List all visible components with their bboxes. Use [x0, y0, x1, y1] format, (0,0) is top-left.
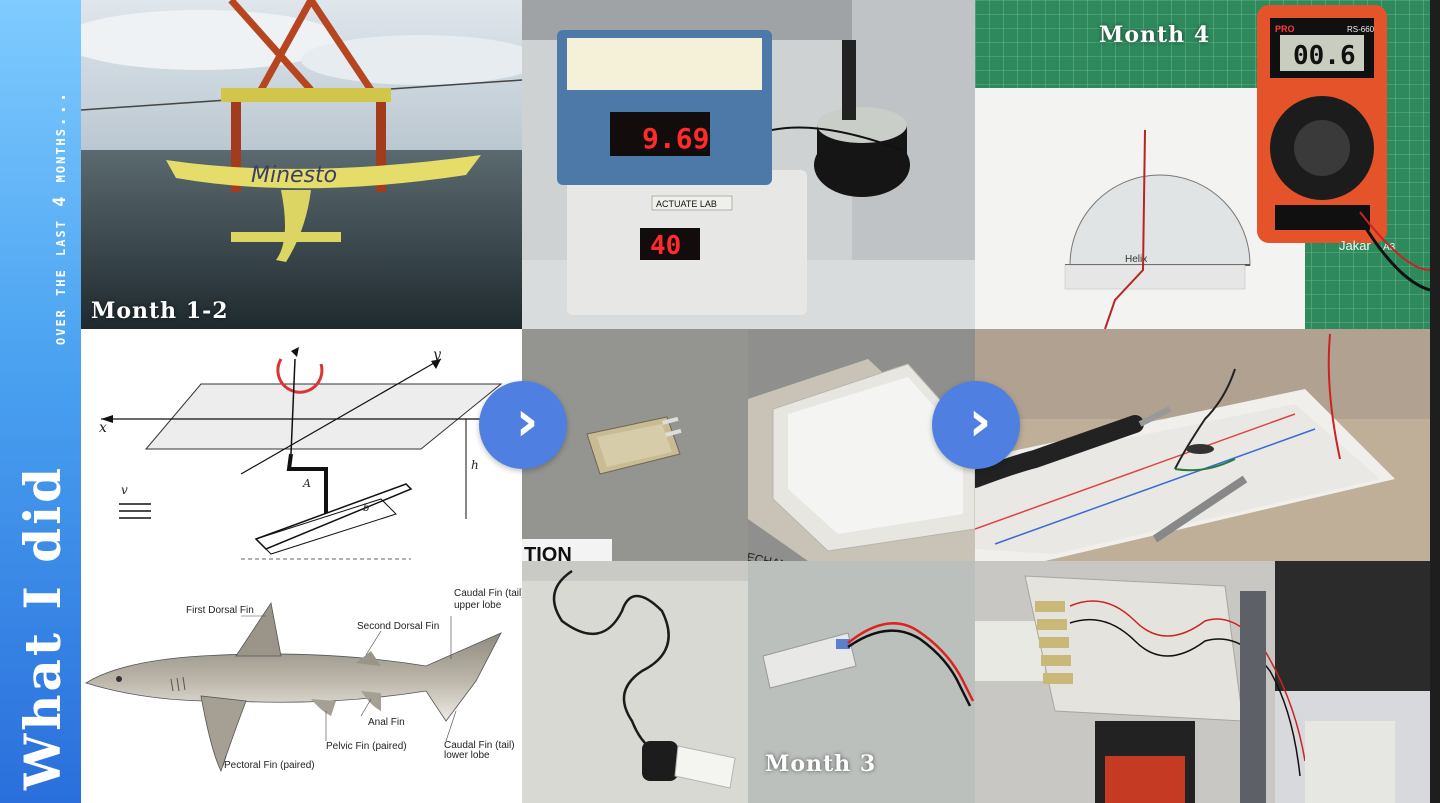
photo-lab-equipment: 9.69 40 ACTUATE LAB	[522, 0, 975, 329]
chevron-right-icon: ›	[968, 389, 992, 454]
label-anal-fin: Anal Fin	[368, 717, 405, 728]
page-title: What I did	[13, 464, 72, 790]
lab-label: ACTUATE LAB	[656, 199, 717, 209]
chevron-right-icon: ›	[515, 389, 539, 454]
protractor-brand: Helix	[1125, 254, 1147, 265]
photo-piezo-flag-setup	[975, 561, 1430, 803]
dim-h-label: h	[471, 458, 479, 472]
photo-tidal-kite: Minesto Month 1-2	[81, 0, 522, 329]
next-arrow-button-1[interactable]: ›	[479, 381, 567, 469]
bottom-display-readout: 40	[650, 231, 681, 261]
dim-b-label: b	[363, 503, 369, 514]
photo-piezo-patch: TION	[522, 329, 748, 561]
top-display-readout: 9.69	[642, 122, 709, 155]
label-caudal-lower-lobe: lower lobe	[444, 750, 490, 761]
caption-month-4: Month 4	[1099, 22, 1211, 48]
mat-size: A3	[1383, 242, 1396, 253]
diagram-oscillating-hydrofoil: x y h b A v	[81, 329, 522, 571]
axis-y-label: y	[432, 347, 442, 363]
label-first-dorsal-fin: First Dorsal Fin	[186, 605, 254, 616]
label-pectoral-fin: Pectoral Fin (paired)	[224, 760, 315, 771]
piezo-label-fragment: TION	[524, 544, 572, 561]
photo-piezo-cable	[522, 561, 748, 803]
photo-piezo-strip: Month 3	[748, 561, 975, 803]
label-caudal-lower: Caudal Fin (tail)	[444, 740, 515, 751]
photo-breadboard-circuit	[975, 329, 1430, 561]
multimeter-model: RS-660	[1347, 25, 1375, 34]
sidebar-title-panel: What I did over the last 4 months...	[0, 0, 81, 803]
next-arrow-button-2[interactable]: ›	[932, 381, 1020, 469]
diagram-shark-anatomy: First Dorsal Fin Second Dorsal Fin Cauda…	[81, 571, 522, 803]
multimeter-readout: 00.6	[1293, 41, 1356, 71]
photo-multimeter-protractor: Helix 00.6 PRO RS-660 Jakar A3 Month 4	[975, 0, 1430, 329]
caption-month-3: Month 3	[765, 751, 877, 777]
label-pelvic-fin: Pelvic Fin (paired)	[326, 741, 407, 752]
caption-month-1-2: Month 1-2	[91, 298, 229, 324]
dim-a-label: A	[302, 477, 311, 490]
axis-x-label: x	[99, 420, 107, 436]
kite-brand-text: Minesto	[251, 163, 337, 188]
label-caudal-upper: Caudal Fin (tail)	[454, 588, 522, 599]
multimeter-brand: PRO	[1275, 24, 1295, 34]
label-second-dorsal-fin: Second Dorsal Fin	[357, 621, 439, 632]
label-caudal-upper-lobe: upper lobe	[454, 600, 502, 611]
mat-brand: Jakar	[1339, 238, 1371, 253]
velocity-label: v	[121, 483, 128, 497]
page-subtitle: over the last 4 months...	[50, 90, 70, 345]
